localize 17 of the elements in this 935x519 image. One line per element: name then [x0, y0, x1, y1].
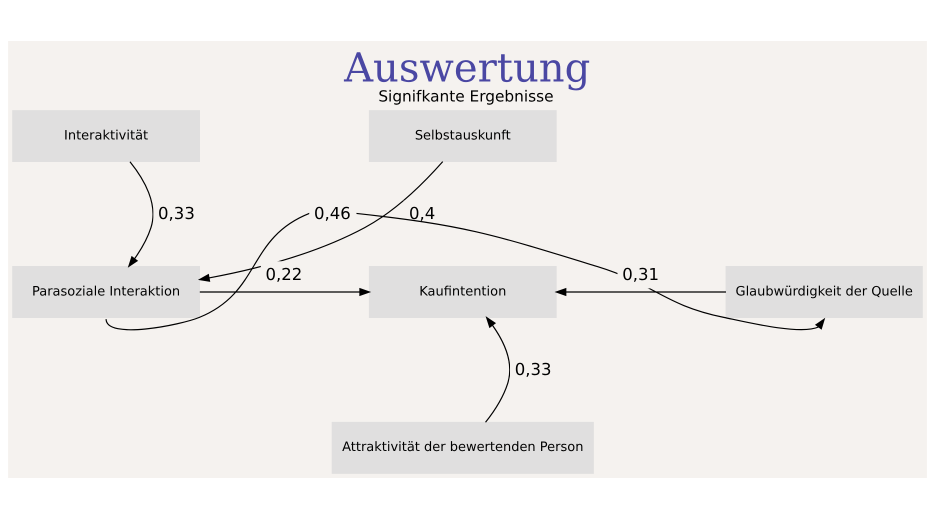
arrow	[128, 161, 154, 268]
node-box: Kaufintention	[368, 266, 557, 318]
node-box: Glaubwürdigkeit der Quelle	[726, 266, 923, 318]
arrow	[485, 316, 510, 423]
arrow	[554, 288, 726, 296]
node-box: Interaktivität	[12, 110, 200, 162]
node-box: Parasoziale Interaktion	[12, 266, 200, 318]
edge-label: 0,22	[266, 264, 302, 284]
edge-label: 0,33	[514, 360, 552, 379]
arrow	[198, 161, 444, 282]
edge-label: 0,33	[158, 204, 195, 223]
edge-label: 0,46	[314, 204, 351, 223]
edge-label: 0,31	[622, 264, 660, 284]
edge-label: 0,4	[409, 204, 436, 223]
node-box: Attraktivität der bewertenden Person	[332, 422, 594, 474]
arrow	[200, 288, 372, 296]
node-box: Selbstauskunft	[368, 110, 557, 162]
